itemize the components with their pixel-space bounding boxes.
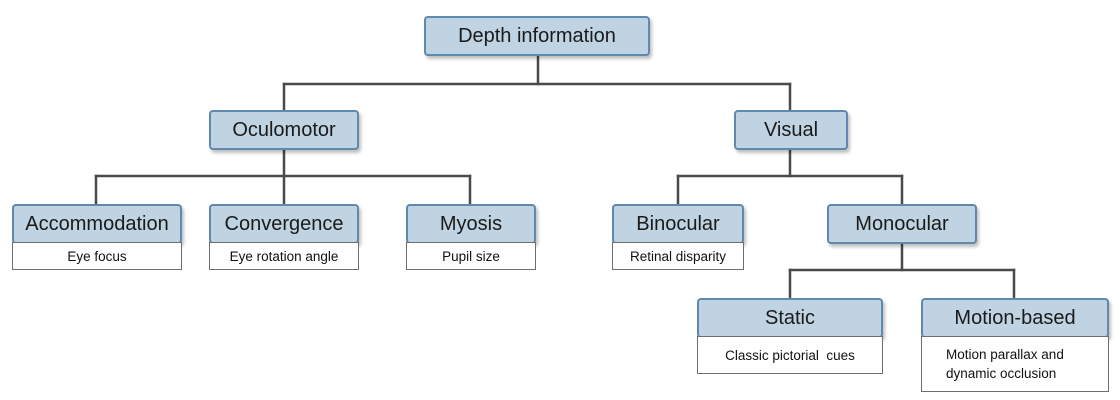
- desc-static: Classic pictorial cues: [697, 336, 883, 374]
- desc-accommodation: Eye focus: [12, 242, 182, 270]
- node-binocular: Binocular: [612, 204, 744, 244]
- node-static: Static: [697, 298, 883, 338]
- node-accommodation: Accommodation: [12, 204, 182, 244]
- node-depth-information: Depth information: [424, 16, 650, 56]
- node-oculomotor: Oculomotor: [209, 110, 359, 150]
- desc-binocular: Retinal disparity: [612, 242, 744, 270]
- desc-myosis: Pupil size: [406, 242, 536, 270]
- node-visual: Visual: [734, 110, 848, 150]
- node-convergence: Convergence: [209, 204, 359, 244]
- node-myosis: Myosis: [406, 204, 536, 244]
- desc-motion-based: Motion parallax and dynamic occlusion: [921, 336, 1109, 392]
- node-motion-based: Motion-based: [921, 298, 1109, 338]
- node-monocular: Monocular: [827, 204, 977, 244]
- desc-convergence: Eye rotation angle: [209, 242, 359, 270]
